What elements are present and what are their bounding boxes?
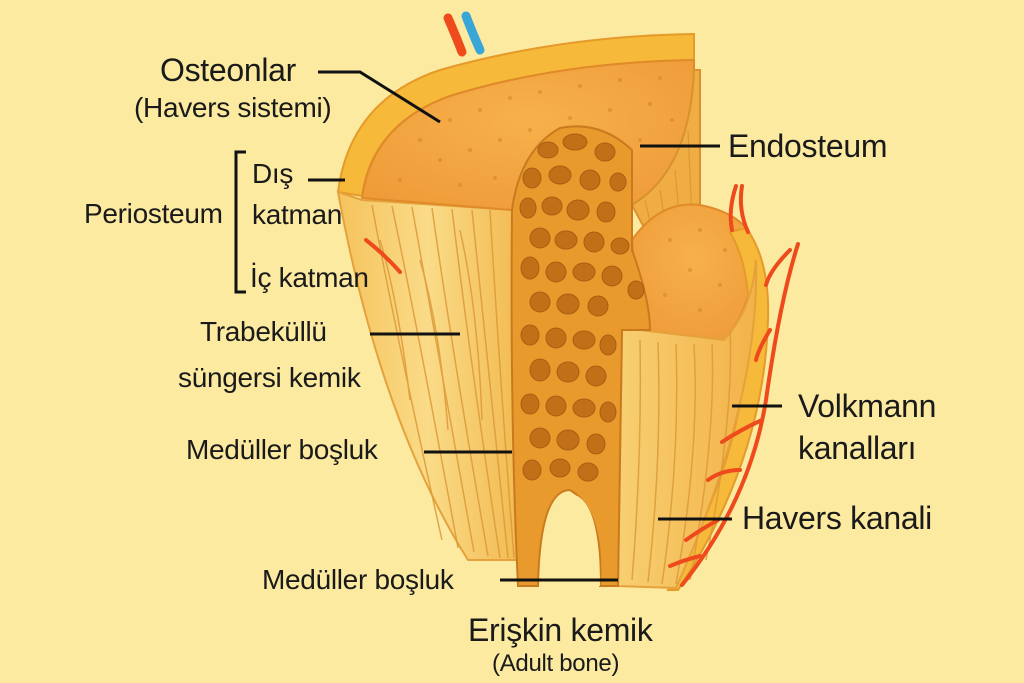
label-endosteum: Endosteum (728, 128, 888, 164)
leader-lines (308, 70, 782, 582)
label-trabecular-2: süngersi kemik (178, 362, 361, 393)
spongy-bone-pores (519, 133, 645, 482)
label-volkmann-2: kanalları (798, 430, 917, 466)
label-inner-layer: İç katman (250, 262, 369, 293)
compact-bone-right (616, 259, 758, 590)
label-havers-canal: Havers kanali (742, 500, 932, 536)
vessel-left (364, 238, 402, 274)
label-adult-bone-en: (Adult bone) (492, 650, 620, 677)
label-periosteum: Periosteum (84, 198, 223, 229)
vein-top (461, 11, 485, 55)
medullary-cavity-opening (540, 494, 600, 586)
label-medullary-cavity-upper: Medüller boşluk (186, 434, 378, 465)
periosteum-bracket (234, 150, 246, 294)
volkmann-vessels (668, 184, 800, 587)
label-adult-bone: Erişkin kemik (468, 612, 653, 648)
compact-bone-fibers-right (631, 329, 732, 585)
label-outer-layer-2: katman (252, 199, 343, 230)
compact-bone-left (336, 190, 520, 561)
label-outer-layer-1: Dış (252, 158, 294, 189)
label-osteons: Osteonlar (160, 52, 297, 88)
artery-top (443, 13, 467, 57)
label-trabecular-1: Trabeküllü (200, 316, 327, 347)
endosteum-wall (630, 69, 701, 237)
osteon-cross-section-lower (630, 203, 758, 342)
label-haversian-system: (Havers sistemi) (134, 92, 332, 123)
label-volkmann-1: Volkmann (798, 388, 937, 424)
osteon-dots (398, 76, 674, 187)
label-medullary-cavity-lower: Medüller boşluk (262, 564, 454, 595)
